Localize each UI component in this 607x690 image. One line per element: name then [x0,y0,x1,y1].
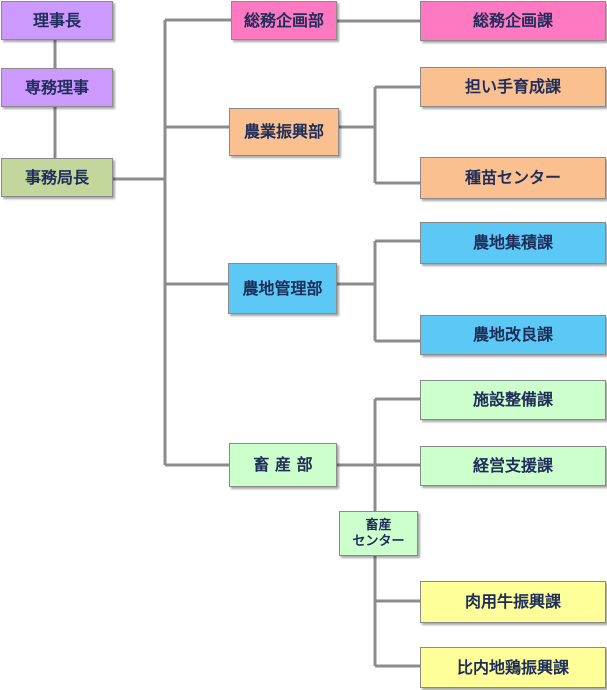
general-affairs-dept-label: 総務企画部 [243,10,324,30]
farmland-improvement-section-box: 農地改良課 [420,315,606,355]
seedling-center-section-label: 種苗センター [464,168,561,188]
farmland-improvement-section-label: 農地改良課 [472,325,553,345]
agriculture-promotion-dept-label: 農業振興部 [243,122,324,142]
beef-cattle-promotion-section-label: 肉用牛振興課 [464,592,561,612]
chairman-box: 理事長 [1,1,113,40]
livestock-center-label-line1: 畜産 [365,517,392,533]
farmland-management-dept-label: 農地管理部 [242,278,323,298]
hinaijidori-promotion-section-label: 比内地鶏振興課 [456,657,569,677]
secretary-general-label: 事務局長 [24,167,89,187]
farmland-consolidation-section-label: 農地集積課 [472,233,553,253]
managing-director-label: 専務理事 [24,77,89,97]
management-support-section-box: 経営支援課 [420,446,606,486]
livestock-center-box: 畜産 センター [339,511,418,556]
managing-director-box: 専務理事 [1,68,113,107]
secretary-general-box: 事務局長 [1,158,113,197]
livestock-dept-label: 畜 産 部 [253,455,313,475]
chairman-label: 理事長 [32,10,81,30]
beef-cattle-promotion-section-box: 肉用牛振興課 [420,581,606,623]
successor-training-section-label: 担い手育成課 [464,77,561,97]
management-support-section-label: 経営支援課 [472,456,553,476]
livestock-dept-box: 畜 産 部 [229,443,337,487]
seedling-center-section-box: 種苗センター [420,157,606,199]
facility-maintenance-section-box: 施設整備課 [420,380,606,420]
general-affairs-dept-box: 総務企画部 [231,1,337,40]
successor-training-section-box: 担い手育成課 [420,67,606,107]
facility-maintenance-section-label: 施設整備課 [472,390,553,410]
general-planning-section-box: 総務企画課 [420,1,606,41]
farmland-consolidation-section-box: 農地集積課 [420,222,606,264]
general-planning-section-label: 総務企画課 [472,11,553,31]
farmland-management-dept-box: 農地管理部 [228,263,337,314]
livestock-center-label-line2: センター [352,533,405,549]
agriculture-promotion-dept-box: 農業振興部 [229,108,339,156]
hinaijidori-promotion-section-box: 比内地鶏振興課 [420,647,606,688]
